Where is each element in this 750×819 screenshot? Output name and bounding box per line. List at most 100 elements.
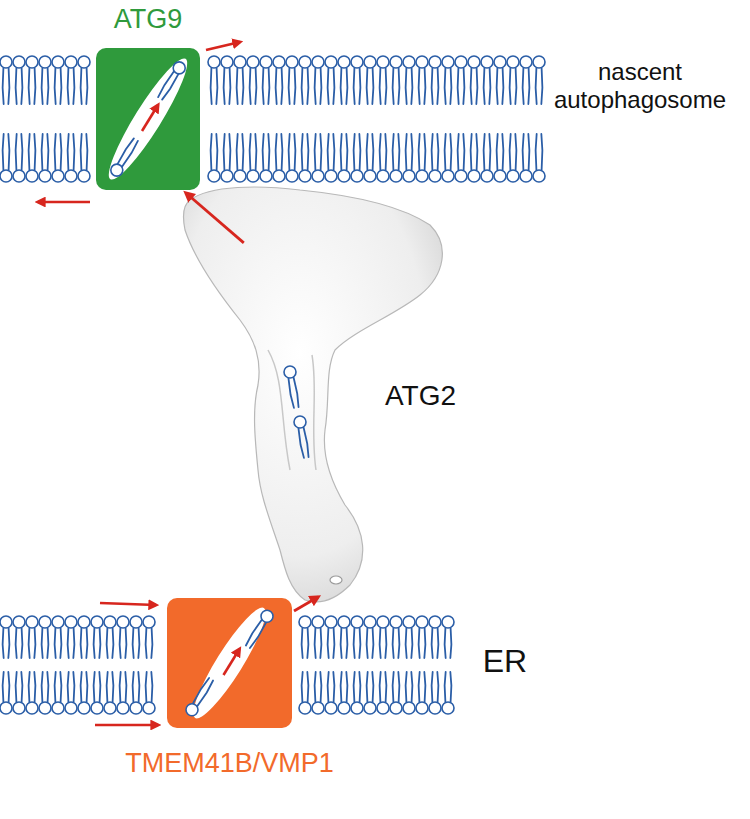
lipid-tail <box>307 68 308 104</box>
lipid-tail <box>47 134 48 170</box>
lipid <box>294 416 309 458</box>
lipid-tail <box>445 672 446 702</box>
lipid <box>312 134 324 182</box>
lipid <box>26 616 38 658</box>
lipid-tail <box>229 68 230 104</box>
lipid-tail <box>502 134 503 170</box>
flow-arrow <box>38 201 90 204</box>
lipid-head <box>186 704 198 716</box>
lipid-bilayers <box>0 56 545 714</box>
lipid-tail <box>237 134 238 170</box>
lipid-head <box>468 170 480 182</box>
lipid-tail <box>81 672 82 702</box>
node-shape <box>96 48 200 190</box>
lipid-head <box>104 616 116 628</box>
lipid-tail <box>476 134 477 170</box>
lipid <box>364 134 376 182</box>
lipid <box>325 616 337 658</box>
lipid-head <box>507 56 519 68</box>
lipid-tail <box>68 628 69 658</box>
lipid-head <box>507 170 519 182</box>
lipid-head <box>78 170 90 182</box>
lipid <box>26 56 38 104</box>
lipid-tail <box>289 134 290 170</box>
lipid-tail <box>510 134 511 170</box>
lipid-tail <box>304 427 309 457</box>
lipid-tail <box>346 628 347 658</box>
lipid-head <box>377 616 389 628</box>
lipid-tail <box>346 134 347 170</box>
lipid-head <box>377 170 389 182</box>
lipid-head <box>294 416 306 428</box>
lipid-tail <box>21 628 22 658</box>
lipid <box>117 672 129 714</box>
lipid-tail <box>341 68 342 104</box>
lipid-tail <box>8 134 9 170</box>
lipid <box>494 56 506 104</box>
lipid <box>91 672 103 714</box>
lipid-head <box>416 616 428 628</box>
lipid <box>364 56 376 104</box>
lipid <box>507 134 519 182</box>
lipid-tail <box>359 134 360 170</box>
lipid-tail <box>354 628 355 658</box>
lipid-head <box>481 56 493 68</box>
compartment-label: ER <box>475 643 535 680</box>
lipid-tail <box>146 628 147 658</box>
lipid <box>26 672 38 714</box>
lipid <box>52 616 64 658</box>
lipid-head <box>0 702 12 714</box>
lipid-tail <box>515 134 516 170</box>
lipid <box>0 56 12 104</box>
lipid-head <box>429 702 441 714</box>
lipid-tail <box>424 628 425 658</box>
lipid-tail <box>3 134 4 170</box>
lipid-tail <box>393 628 394 658</box>
lipid-head <box>325 702 337 714</box>
lipid-tail <box>307 628 308 658</box>
lipid-tail <box>281 68 282 104</box>
lipid <box>143 616 155 658</box>
lipid-tail <box>146 672 147 702</box>
lipid-head <box>78 702 90 714</box>
lipid-tail <box>73 68 74 104</box>
lipid-tail <box>47 68 48 104</box>
lipid-head <box>390 56 402 68</box>
lipid-head <box>390 616 402 628</box>
lipid-tail <box>315 134 316 170</box>
lipid-tail <box>541 134 542 170</box>
lipid-head <box>377 702 389 714</box>
lipid <box>312 616 324 658</box>
lipid-tail <box>450 672 451 702</box>
lipid <box>403 616 415 658</box>
lipid-tail <box>288 378 293 407</box>
lipid-tail <box>437 134 438 170</box>
lipid-head <box>13 170 25 182</box>
lipid-head <box>390 702 402 714</box>
lipid-head <box>39 170 51 182</box>
lipid-tail <box>47 628 48 658</box>
lipid <box>468 134 480 182</box>
lipid-head <box>52 170 64 182</box>
lipid-tail <box>86 68 87 104</box>
lipid-tail <box>242 134 243 170</box>
lipid-tail <box>515 68 516 104</box>
atg9-protein: ATG9 <box>96 48 200 190</box>
lipid <box>481 56 493 104</box>
lipid-tail <box>60 672 61 702</box>
lipid-tail <box>125 672 126 702</box>
lipid-head <box>494 56 506 68</box>
lipid <box>286 56 298 104</box>
lipid-head <box>442 56 454 68</box>
lipid-tail <box>250 68 251 104</box>
lipid-tail <box>294 134 295 170</box>
lipid <box>429 672 441 714</box>
lipid <box>390 616 402 658</box>
lipid-tail <box>320 672 321 702</box>
lipid <box>52 56 64 104</box>
lipid-head <box>260 56 272 68</box>
lipid-tail <box>380 134 381 170</box>
lipid-head <box>273 56 285 68</box>
lipid-tail <box>489 68 490 104</box>
lipid-tail <box>380 672 381 702</box>
